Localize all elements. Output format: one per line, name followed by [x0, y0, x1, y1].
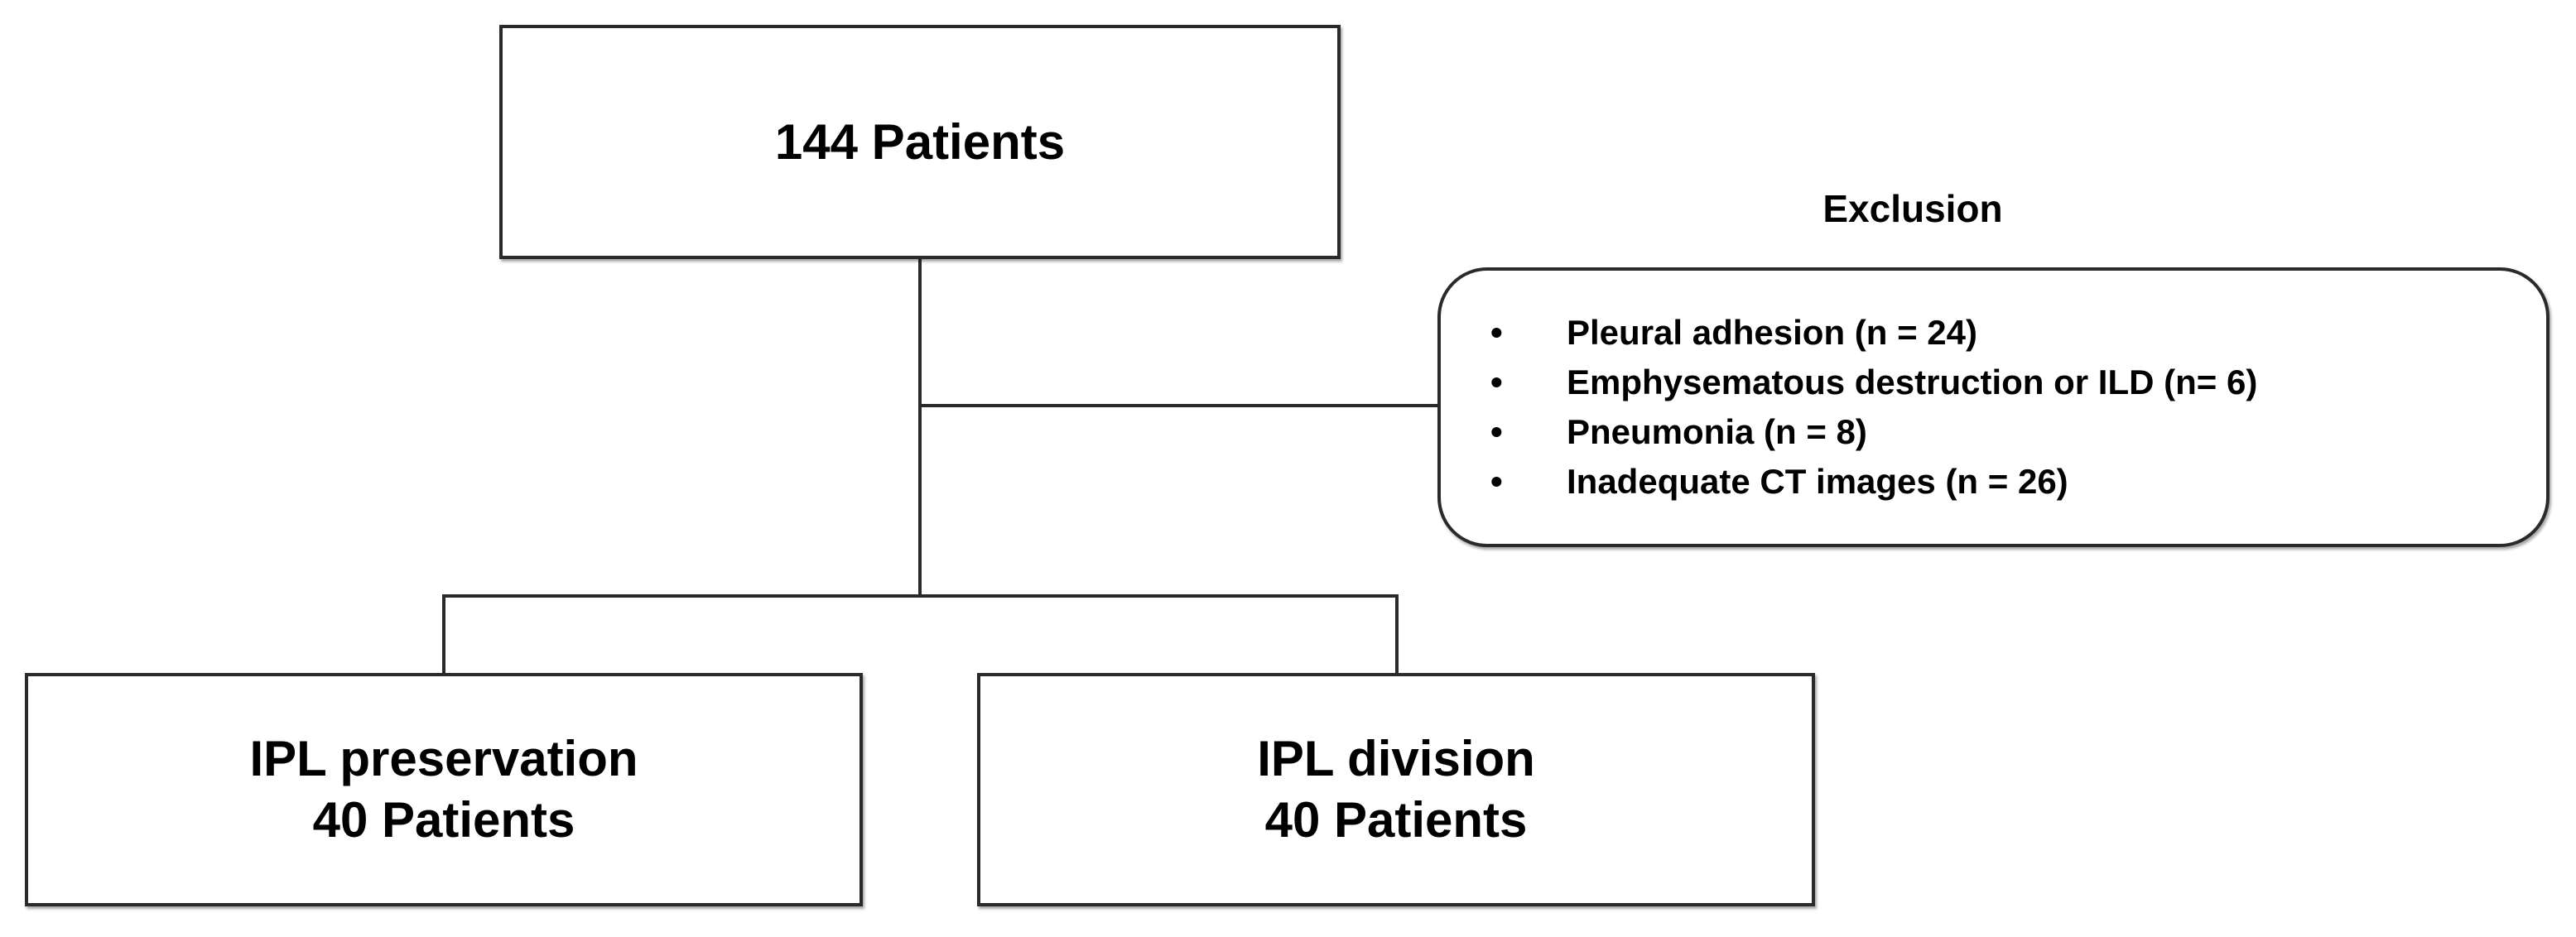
connector-to-exclusion: [918, 404, 1437, 407]
exclusion-item: • Pneumonia (n = 8): [1490, 407, 1867, 457]
total-patients-label: 144 Patients: [774, 113, 1066, 170]
exclusion-item-text: Pneumonia (n = 8): [1567, 412, 1867, 451]
ipl-preservation-title: IPL preservation: [249, 731, 638, 786]
ipl-division-title: IPL division: [1257, 731, 1535, 786]
exclusion-item-text: Pleural adhesion (n = 24): [1567, 313, 1977, 352]
bullet-icon: •: [1490, 412, 1503, 451]
exclusion-title: Exclusion: [1822, 187, 2003, 230]
bullet-icon: •: [1490, 313, 1503, 352]
bullet-icon: •: [1490, 363, 1503, 401]
ipl-division-box: IPL division 40 Patients: [977, 673, 1815, 906]
ipl-preservation-count: 40 Patients: [312, 792, 575, 848]
connector-branch-horizontal: [442, 594, 1399, 598]
exclusion-item: • Pleural adhesion (n = 24): [1490, 308, 1977, 358]
total-patients-box: 144 Patients: [499, 25, 1341, 259]
connector-vertical-main: [918, 259, 922, 598]
exclusion-item: • Emphysematous destruction or ILD (n= 6): [1490, 358, 2257, 407]
exclusion-box: • Pleural adhesion (n = 24) • Emphysematou…: [1437, 267, 2550, 547]
exclusion-item: • Inadequate CT images (n = 26): [1490, 457, 2068, 507]
connector-left-drop: [442, 594, 445, 673]
ipl-division-count: 40 Patients: [1264, 792, 1528, 848]
connector-right-drop: [1395, 594, 1399, 673]
exclusion-item-text: Inadequate CT images (n = 26): [1567, 462, 2068, 501]
exclusion-item-text: Emphysematous destruction or ILD (n= 6): [1567, 363, 2258, 401]
bullet-icon: •: [1490, 462, 1503, 501]
ipl-preservation-box: IPL preservation 40 Patients: [25, 673, 863, 906]
